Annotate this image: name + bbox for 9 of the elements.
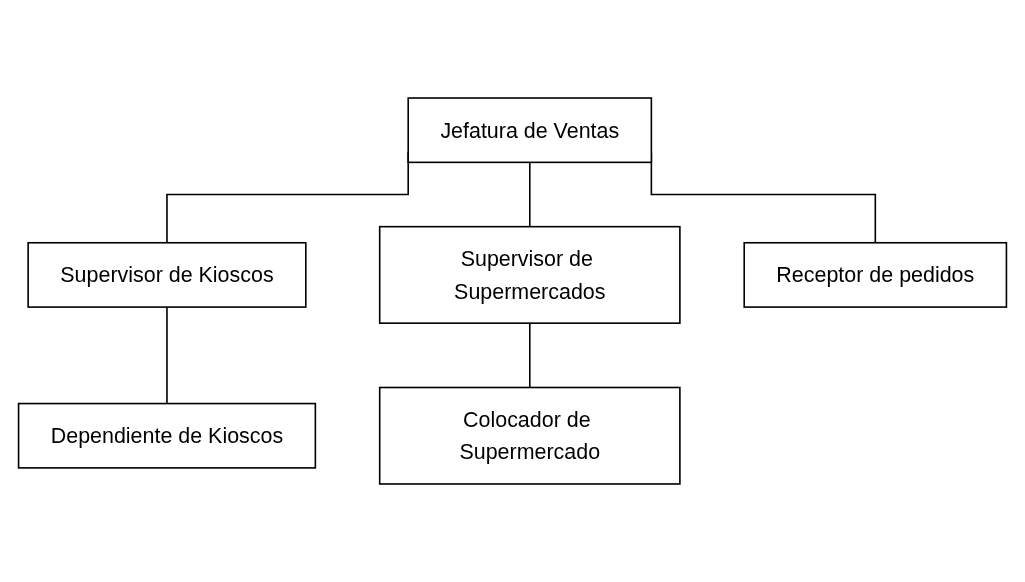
connector [529,161,531,228]
connector [166,306,168,405]
connector [529,322,531,389]
node-box: Supervisor de Supermercados [378,225,681,324]
node-box: Receptor de pedidos [743,241,1008,308]
node-box: Dependiente de Kioscos [17,402,317,469]
node-box: Jefatura de Ventas [407,97,653,164]
node-box: Supervisor de Kioscos [27,241,307,308]
node-box: Colocador de Supermercado [378,386,681,485]
